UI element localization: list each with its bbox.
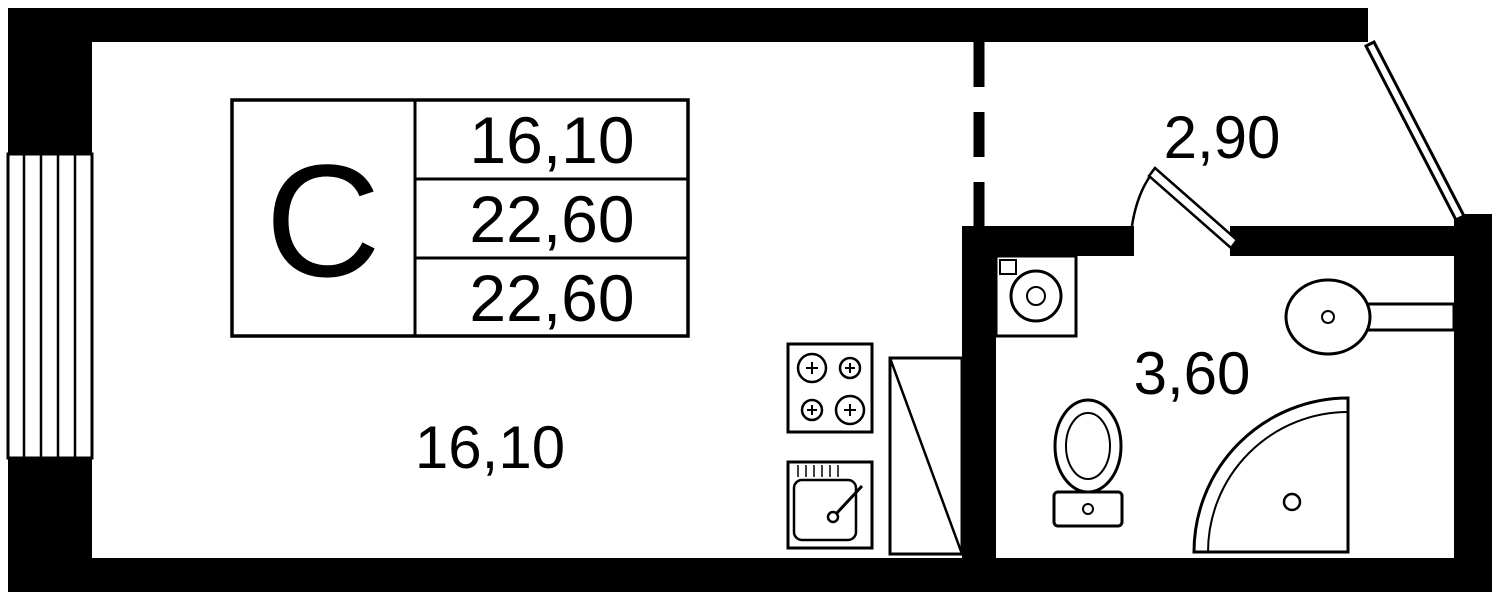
- living-area-label: 16,10: [415, 414, 565, 481]
- interior-walls: [962, 226, 1454, 592]
- wall-right: [1454, 214, 1492, 592]
- bathroom-door-leaf: [1147, 166, 1239, 250]
- washing-machine-icon: [994, 254, 1078, 338]
- stove-icon: [786, 342, 874, 434]
- kitchen-sink-icon: [786, 460, 874, 550]
- legend-value-room-area: 16,10: [469, 103, 634, 177]
- hall-area-label: 2,90: [1164, 104, 1281, 171]
- outer-walls: [8, 8, 1492, 592]
- legend-table: С 16,10 22,60 22,60: [230, 98, 690, 338]
- legend-value-full-area: 22,60: [469, 261, 634, 335]
- shower-icon: [1192, 396, 1350, 554]
- wall-hall-bottom-left: [962, 226, 1134, 256]
- bathroom-door-icon: [1128, 166, 1239, 250]
- window-icon: [6, 152, 94, 460]
- duct-shaft-icon: [888, 356, 964, 556]
- legend-type-label: С: [265, 131, 381, 310]
- wall-room-bath-divider: [962, 226, 996, 592]
- toilet-icon: [1052, 398, 1124, 528]
- entrance-door-icon: [1363, 39, 1467, 223]
- wall-hall-bottom-right: [1230, 226, 1454, 256]
- wall-left-lower: [8, 458, 92, 592]
- entrance-door-leaf: [1363, 39, 1467, 223]
- legend-table-border: [230, 98, 690, 338]
- legend-value-total-area: 22,60: [469, 182, 634, 256]
- wall-left-upper: [8, 8, 92, 154]
- wall-bottom: [8, 558, 1492, 592]
- bathroom-area-label: 3,60: [1134, 340, 1251, 407]
- wall-top: [8, 8, 1368, 42]
- washbasin-icon: [1284, 278, 1456, 356]
